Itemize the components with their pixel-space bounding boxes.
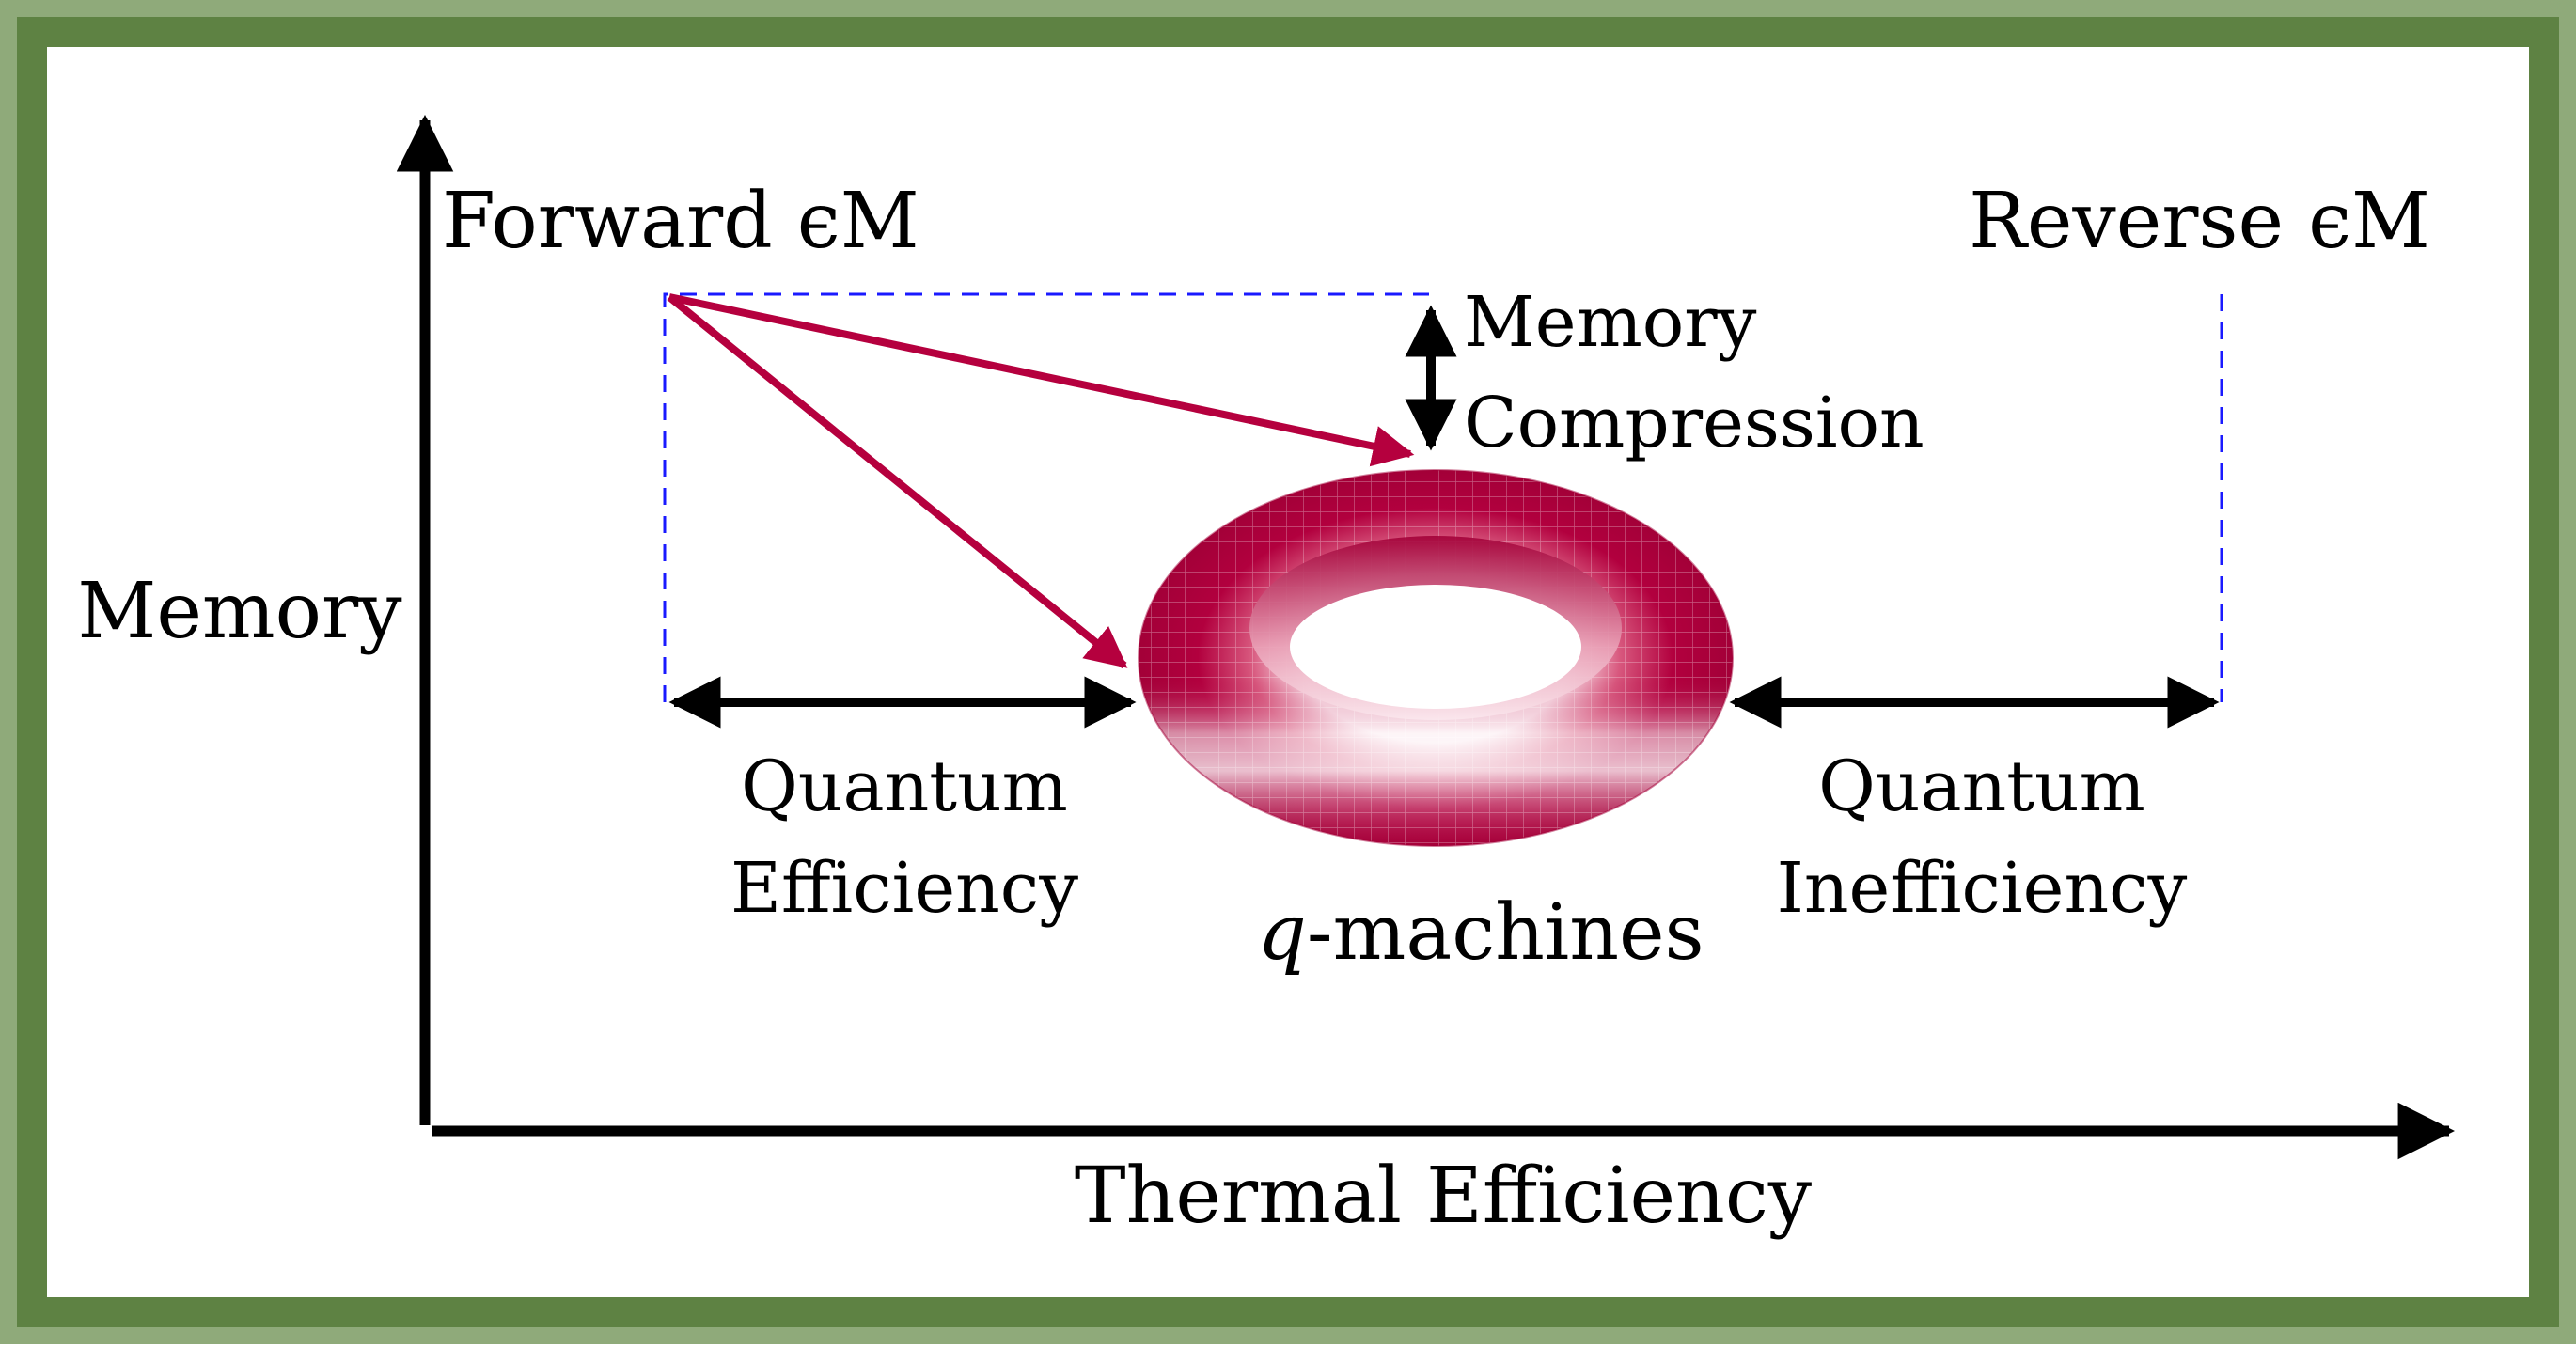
memory-compression-line2: Compression <box>1464 383 1924 463</box>
q-machines-rest: -machines <box>1307 888 1704 978</box>
q-machines-label: q-machines <box>1257 888 1704 978</box>
arrow-forward-to-top <box>668 293 1415 467</box>
q-machines-q: q <box>1257 888 1307 978</box>
quantum-efficiency-line1: Quantum <box>741 746 1068 827</box>
reverse-em-label: Reverse ϵM <box>1969 177 2430 266</box>
x-axis-label: Thermal Efficiency <box>1075 1152 1813 1241</box>
forward-em-label: Forward ϵM <box>442 177 919 266</box>
forward-em-guide <box>663 292 1429 702</box>
quantum-inefficiency-line1: Quantum <box>1818 746 2145 827</box>
torus-icon <box>1138 469 1734 847</box>
y-axis-label: Memory <box>77 567 402 656</box>
arrow-forward-to-left <box>667 293 1128 669</box>
quantum-inefficiency-line2: Inefficiency <box>1777 848 2188 929</box>
memory-compression-line1: Memory <box>1464 282 1757 363</box>
quantum-efficiency-line2: Efficiency <box>730 848 1078 929</box>
